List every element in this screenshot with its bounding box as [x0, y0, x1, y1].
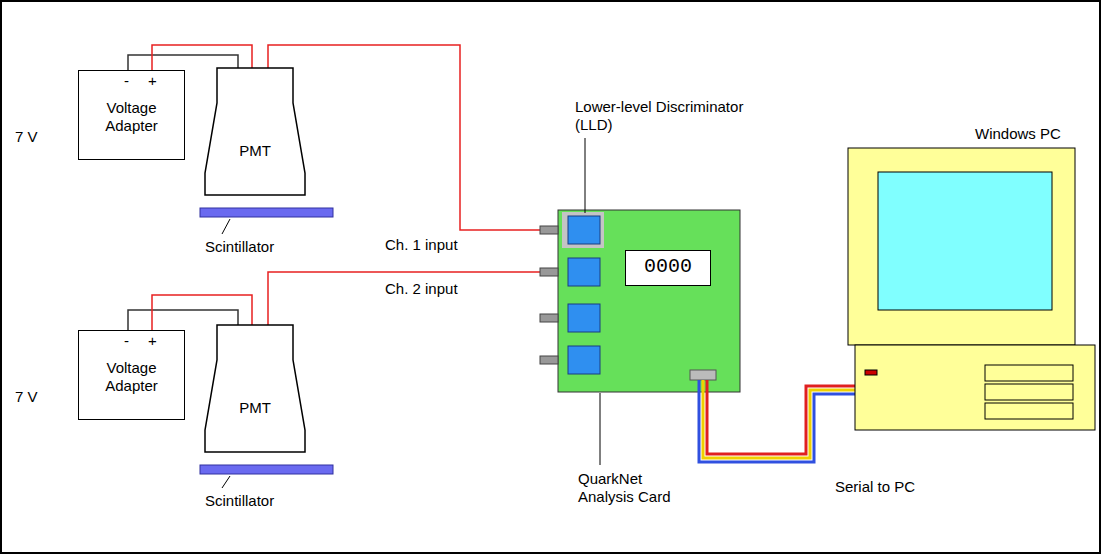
leader-line: [222, 476, 230, 488]
leader-line: [222, 219, 230, 234]
signal-wire: [268, 45, 540, 230]
power-led: [865, 370, 877, 375]
input-connector: [540, 314, 558, 322]
part-name: Lower-level Discriminator (LLD): [575, 98, 755, 134]
scintillator-bar: [200, 465, 333, 474]
voltage-value: 7 V: [15, 388, 38, 406]
node-text: 0000: [626, 255, 710, 279]
terminal-sign: -: [124, 332, 129, 350]
scintillator-bar: [200, 208, 333, 217]
highlight: [562, 212, 604, 248]
serial-port: [690, 370, 716, 380]
node-text: PMT: [205, 142, 305, 160]
leader-line: [585, 138, 586, 213]
channel-label: Ch. 2 input: [385, 280, 458, 298]
pmt-tube: PMT: [205, 325, 305, 452]
pmt-tube: PMT: [205, 68, 305, 195]
monitor: [848, 148, 1075, 345]
channel-label: Ch. 1 input: [385, 236, 458, 254]
pmt-shape: [205, 325, 305, 452]
leader-line: [600, 393, 601, 465]
pmt-outline: [205, 68, 305, 195]
counter-display: 0000: [625, 250, 711, 286]
discriminator-chip: [568, 258, 600, 286]
pc-tower: [855, 345, 1095, 430]
discriminator-chip: [568, 346, 600, 374]
node-text: PMT: [205, 399, 305, 417]
analysis-card: [558, 210, 740, 392]
node-text: Voltage Adapter: [83, 359, 180, 395]
drive-bay: [985, 384, 1073, 400]
serial-cable: [699, 380, 855, 462]
pmt-shape: [205, 68, 305, 195]
input-connector: [540, 226, 558, 234]
terminal-sign: +: [148, 332, 157, 350]
monitor-screen: [878, 172, 1052, 310]
signal-wire: [268, 272, 540, 325]
input-connector: [540, 268, 558, 276]
cable-label: Serial to PC: [835, 478, 915, 496]
drive-bay: [985, 365, 1073, 381]
part-name: Scintillator: [205, 492, 274, 510]
discriminator-chip: [568, 304, 600, 332]
input-connector: [540, 356, 558, 364]
adapter-box: Voltage Adapter: [78, 330, 185, 420]
voltage-value: 7 V: [15, 128, 38, 146]
part-name: Windows PC: [975, 125, 1061, 143]
power-wire: [152, 45, 252, 70]
node-text: Voltage Adapter: [83, 99, 180, 135]
pmt-outline: [205, 325, 305, 452]
drive-bay: [985, 403, 1073, 419]
serial-cable: [707, 380, 855, 454]
adapter-box: Voltage Adapter: [78, 70, 185, 160]
part-name: QuarkNet Analysis Card: [578, 470, 683, 506]
terminal-sign: -: [124, 72, 129, 90]
part-name: Scintillator: [205, 238, 274, 256]
discriminator-chip: [568, 216, 600, 244]
terminal-sign: +: [148, 72, 157, 90]
serial-cable: [703, 380, 855, 458]
